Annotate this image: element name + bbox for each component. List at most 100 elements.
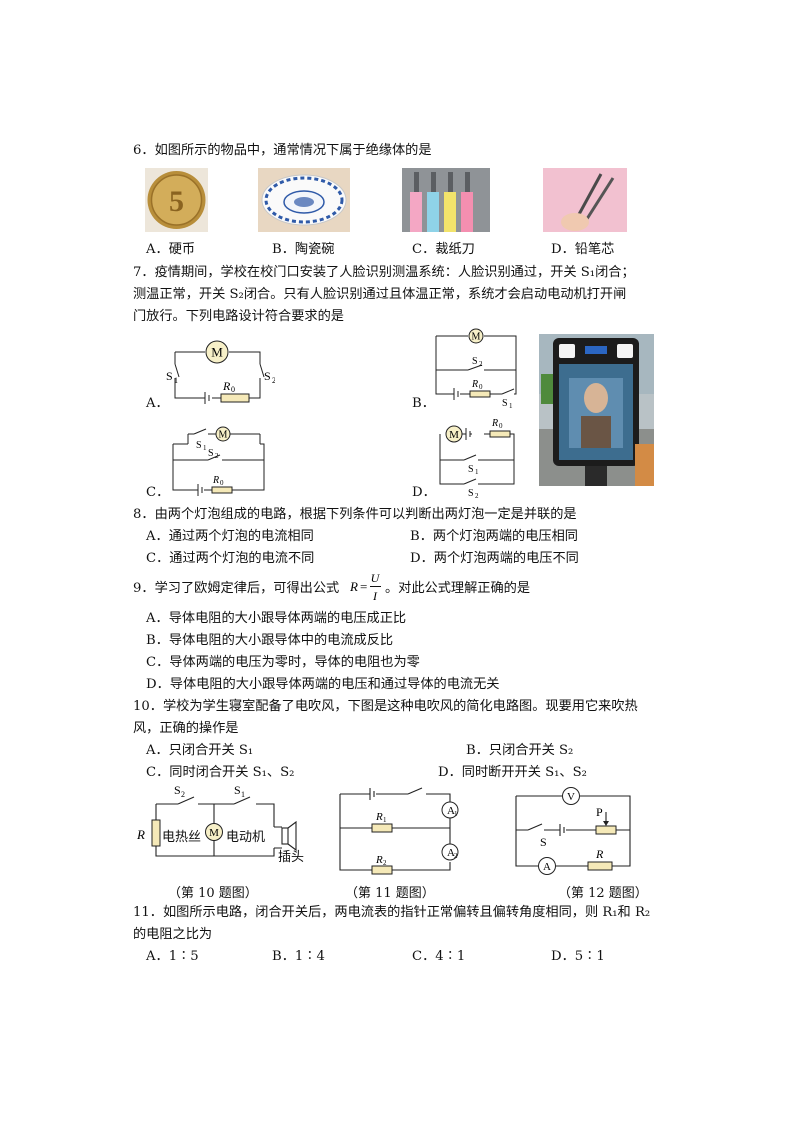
svg-text:M: M bbox=[472, 332, 481, 343]
resistor-r2-icon bbox=[371, 865, 393, 875]
q9-option-a: A．导体电阻的大小跟导体两端的电压成正比 bbox=[146, 611, 407, 626]
heater-label: 电热丝 bbox=[162, 830, 202, 845]
q9-option-c: C．导体两端的电压为零时，导体的电阻也为零 bbox=[146, 655, 420, 670]
q8-option-c: C．通过两个灯泡的电流不同 bbox=[146, 551, 315, 566]
svg-text:R: R bbox=[375, 811, 383, 823]
svg-text:0: 0 bbox=[220, 479, 224, 487]
svg-text:V: V bbox=[567, 791, 575, 803]
q10-option-a: A．只闭合开关 S₁ bbox=[146, 743, 254, 758]
q11-stem-line1: 11．如图所示电路，闭合开关后，两电流表的指针正常偏转且偏转角度相同，则 R₁和… bbox=[133, 905, 651, 920]
q6-option-b: B．陶瓷碗 bbox=[272, 242, 335, 257]
figure-11-caption: （第 11 题图） bbox=[345, 886, 435, 901]
svg-text:1: 1 bbox=[203, 444, 207, 452]
q7-label-b: B． bbox=[412, 396, 435, 411]
resistor-icon bbox=[587, 861, 613, 871]
svg-text:R: R bbox=[595, 847, 604, 861]
motor-icon bbox=[215, 426, 231, 442]
svg-text:R: R bbox=[375, 854, 383, 866]
q11-option-a: A．1∶5 bbox=[146, 949, 199, 964]
motor-icon bbox=[468, 328, 484, 344]
svg-text:2: 2 bbox=[475, 492, 479, 498]
ammeter-1-icon bbox=[441, 801, 459, 819]
svg-text:A: A bbox=[543, 861, 551, 873]
svg-text:S: S bbox=[196, 440, 202, 451]
svg-text:M: M bbox=[211, 345, 223, 360]
motor-icon bbox=[205, 340, 229, 364]
svg-text:1: 1 bbox=[383, 816, 387, 824]
svg-text:I: I bbox=[372, 589, 378, 603]
resistor-r1-icon bbox=[371, 823, 393, 833]
q8-option-a: A．通过两个灯泡的电流相同 bbox=[146, 529, 314, 544]
pencil-lead-image bbox=[543, 168, 627, 232]
svg-text:R: R bbox=[222, 379, 231, 393]
q7-stem-line1: 7．疫情期间，学校在校门口安装了人脸识别测温系统：人脸识别通过，开关 S₁闭合； bbox=[133, 265, 635, 280]
q10-option-d: D．同时断开开关 S₁、S₂ bbox=[438, 765, 587, 780]
figure-10-caption: （第 10 题图） bbox=[168, 886, 258, 901]
svg-text:2: 2 bbox=[215, 452, 219, 460]
ammeter-2-icon bbox=[441, 843, 459, 861]
svg-text:S: S bbox=[472, 356, 478, 367]
q9-option-b: B．导体电阻的大小跟导体中的电流成反比 bbox=[146, 633, 394, 648]
q7-stem-line2: 测温正常，开关 S₂闭合。只有人脸识别通过且体温正常，系统才会启动电动机打开闸 bbox=[133, 287, 627, 302]
svg-text:A: A bbox=[447, 847, 455, 859]
svg-text:S: S bbox=[502, 398, 508, 408]
q6-option-d: D．铅笔芯 bbox=[551, 242, 615, 257]
heater-resistor-icon bbox=[151, 819, 161, 847]
svg-text:0: 0 bbox=[499, 422, 503, 430]
q10-stem-line2: 风，正确的操作是 bbox=[133, 721, 239, 736]
figure-12-circuit: V A P S R bbox=[515, 787, 631, 875]
q7-label-a: A． bbox=[146, 396, 169, 411]
q9-stem-post: 。对此公式理解正确的是 bbox=[385, 581, 531, 596]
resistor-icon bbox=[469, 390, 491, 398]
svg-text:2: 2 bbox=[454, 852, 458, 860]
motor-icon bbox=[445, 425, 463, 443]
svg-text:2: 2 bbox=[181, 790, 185, 799]
ammeter-icon bbox=[538, 857, 556, 875]
face-recognition-terminal-image bbox=[539, 334, 654, 486]
svg-text:2: 2 bbox=[383, 859, 387, 867]
motor-icon bbox=[205, 823, 223, 841]
motor-label: 电动机 bbox=[226, 830, 266, 845]
svg-text:R: R bbox=[350, 579, 358, 594]
svg-text:S: S bbox=[468, 464, 474, 475]
coin-digit: 5 bbox=[169, 185, 184, 218]
svg-text:S: S bbox=[166, 369, 173, 383]
svg-text:S: S bbox=[540, 835, 547, 849]
figure-12-caption: （第 12 题图） bbox=[558, 886, 648, 901]
q6-stem: 6．如图所示的物品中，通常情况下属于绝缘体的是 bbox=[133, 143, 432, 158]
q9-option-d: D．导体电阻的大小跟导体两端的电压和通过导体的电流无关 bbox=[146, 677, 500, 692]
svg-text:2: 2 bbox=[272, 376, 275, 385]
svg-text:M: M bbox=[449, 429, 459, 441]
paper-knife-image bbox=[402, 168, 490, 232]
svg-text:0: 0 bbox=[479, 383, 483, 391]
svg-text:S: S bbox=[208, 448, 214, 459]
ceramic-bowl-image bbox=[258, 168, 350, 232]
svg-text:R: R bbox=[136, 827, 145, 842]
svg-text:1: 1 bbox=[174, 376, 178, 385]
svg-text:P: P bbox=[596, 805, 603, 819]
voltmeter-icon bbox=[562, 787, 580, 805]
svg-text:R: R bbox=[471, 379, 478, 390]
svg-text:0: 0 bbox=[231, 385, 235, 394]
svg-text:S: S bbox=[174, 783, 181, 797]
q9-stem-pre: 9．学习了欧姆定律后，可得出公式 bbox=[133, 581, 340, 596]
q7-label-d: D． bbox=[412, 485, 436, 500]
svg-text:2: 2 bbox=[479, 360, 483, 368]
resistor-icon bbox=[220, 393, 250, 403]
svg-text:1: 1 bbox=[475, 468, 479, 476]
plug-label: 插头 bbox=[278, 850, 305, 865]
svg-text:1: 1 bbox=[509, 402, 513, 408]
q10-option-c: C．同时闭合开关 S₁、S₂ bbox=[146, 765, 295, 780]
resistor-icon bbox=[489, 430, 511, 438]
svg-text:=: = bbox=[360, 579, 367, 594]
q11-stem-line2: 的电阻之比为 bbox=[133, 927, 213, 942]
q8-option-d: D．两个灯泡两端的电压不同 bbox=[410, 551, 579, 566]
ohm-formula: R = U I bbox=[350, 571, 381, 603]
resistor-icon bbox=[211, 486, 233, 494]
rheostat-icon bbox=[595, 825, 617, 835]
q11-option-b: B．1∶4 bbox=[272, 949, 325, 964]
svg-text:1: 1 bbox=[454, 810, 458, 818]
